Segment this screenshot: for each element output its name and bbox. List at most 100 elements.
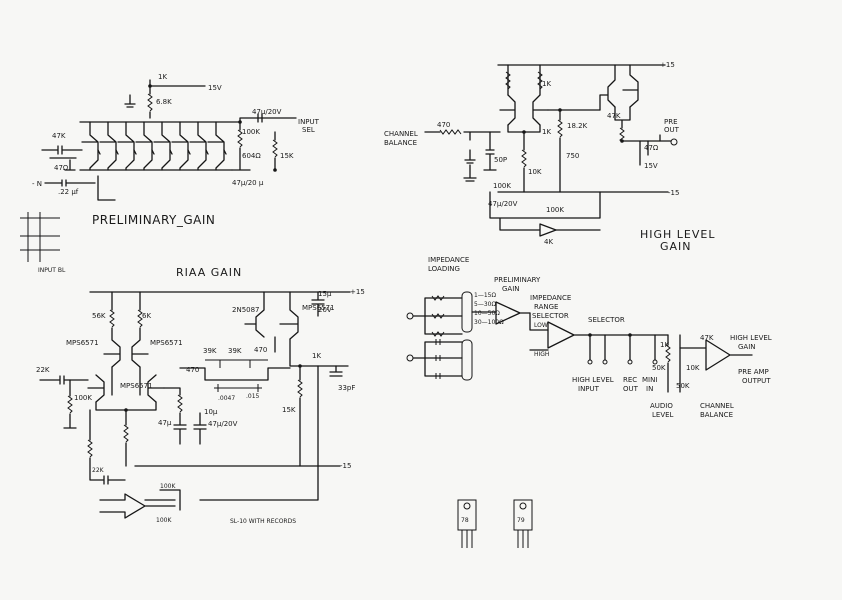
block-diagram-section: IMPEDANCE LOADING PRELIMINARY GAIN IMPED… — [406, 256, 772, 419]
label-100k-fb3: 100K — [156, 517, 172, 524]
label-selector: SELECTOR — [588, 316, 625, 324]
label-15k-pg: 15K — [280, 152, 294, 160]
label-22k-fb: 22K — [92, 467, 105, 474]
label-20v: 20V — [318, 306, 332, 314]
label-high: HIGH — [534, 351, 549, 358]
label-riaa-minus15: -15 — [340, 462, 351, 470]
label-47ohm: 47Ω — [54, 164, 69, 172]
label-22k-riaa: 22K — [36, 366, 50, 374]
label-preamp-1: PRE AMP — [738, 368, 769, 376]
label-hl-in-2: INPUT — [578, 385, 600, 393]
label-0047: .0047 — [218, 395, 235, 402]
label-range-4: 30—100Ω — [474, 319, 504, 326]
label-hl-minus15: -15 — [668, 189, 679, 197]
label-irs-2: RANGE — [534, 303, 558, 311]
label-10k-hl: 10K — [528, 168, 542, 176]
label-470-hl: 470 — [437, 121, 450, 129]
label-18k: 18.2K — [567, 122, 588, 130]
label-15v-hl: 15V — [644, 162, 658, 170]
label-hlg-1: HIGH LEVEL — [730, 334, 772, 342]
label-riaa-plus15: +15 — [350, 288, 365, 296]
label-1k-top: 1K — [158, 73, 167, 81]
label-47ohm-hl: 47Ω — [644, 144, 659, 152]
label-mps6571-a: MPS6571 — [66, 339, 99, 347]
label-47u-20v: 47µ/20V — [252, 108, 282, 116]
label-audio-2: LEVEL — [652, 411, 674, 419]
label-reg-79: 79 — [517, 517, 525, 524]
label-mini-2: IN — [646, 385, 653, 393]
label-22uf: .22 μf — [58, 188, 79, 196]
label-audio-1: AUDIO — [650, 402, 673, 410]
title-riaa-gain: RIAA GAIN — [176, 266, 242, 279]
label-reg-78: 78 — [461, 517, 469, 524]
label-pg-2: GAIN — [502, 285, 520, 293]
label-mps6571-b: MPS6571 — [150, 339, 183, 347]
label-4k-hl: 4K — [544, 238, 553, 246]
title-high-level-1: HIGH LEVEL — [640, 228, 716, 241]
label-pg-1: PRELIMINARY — [494, 276, 541, 284]
label-hl-plus15: +15 — [660, 61, 675, 69]
label-sl-note: SL-10 WITH RECORDS — [230, 518, 296, 525]
label-15k-riaa: 15K — [282, 406, 296, 414]
label-10u: 10µ — [204, 408, 218, 416]
label-47u-20v-riaa: 47µ/20V — [208, 420, 238, 428]
label-015: .015 — [246, 393, 260, 400]
junction-dots — [124, 84, 632, 412]
label-pre-2: OUT — [664, 126, 680, 134]
label-low: LOW — [534, 322, 548, 329]
label-range-2: 5—30Ω — [474, 301, 496, 308]
label-rec-1: REC — [623, 376, 637, 384]
label-50k-bd-2: 50K — [676, 382, 690, 390]
preliminary-gain-section: 1K 15V 6.8K 47K 47Ω - N .22 μf — [20, 73, 320, 274]
label-750: 750 — [566, 152, 579, 160]
label-470-riaa-b: 470 — [254, 346, 267, 354]
label-mini-1: MINI — [642, 376, 657, 384]
label-input-bl: INPUT BL — [38, 267, 66, 274]
label-range-3: 10—50Ω — [474, 310, 500, 317]
label-6-8k: 6.8K — [156, 98, 172, 106]
regulators-section: 78 79 — [457, 499, 533, 548]
label-604: 604Ω — [242, 152, 261, 160]
label-39k-b: 39K — [228, 347, 242, 355]
label-56k: 56K — [92, 312, 106, 320]
label-100k-pg: 100K — [242, 128, 260, 136]
label-pre-1: PRE — [664, 118, 678, 126]
label-rec-2: OUT — [623, 385, 639, 393]
label-100k-riaa: 100K — [74, 394, 92, 402]
label-15u: 15µ — [318, 290, 332, 298]
label-mps6571-c: MPS6571 — [120, 382, 153, 390]
label-input-sel-1: INPUT — [298, 118, 320, 126]
label-100k-hl: 100K — [493, 182, 511, 190]
label-1k-riaa: 1K — [312, 352, 321, 360]
label-chbal-2: BALANCE — [700, 411, 733, 419]
label-100k-hl-b: 100K — [546, 206, 564, 214]
title-high-level-2: GAIN — [660, 240, 692, 253]
transistor-array — [81, 121, 227, 171]
label-hl-in-1: HIGH LEVEL — [572, 376, 614, 384]
label-10k-bd: 10K — [686, 364, 700, 372]
high-level-gain-section: +15 -15 1K 1K 10K 18.2K 750 47K PRE OUT … — [384, 61, 716, 253]
label-irs-3: SELECTOR — [532, 312, 569, 320]
label-irs-1: IMPEDANCE — [530, 294, 571, 302]
label-47k-bd: 47K — [700, 334, 714, 342]
label-2n5087: 2N5087 — [232, 306, 260, 314]
label-47k-left: 47K — [52, 132, 66, 140]
label-47u-20u: 47µ/20 μ — [232, 179, 264, 187]
label-33pf: 33pF — [338, 384, 355, 392]
label-15v: 15V — [208, 84, 222, 92]
label-hlg-2: GAIN — [738, 343, 756, 351]
label-impedance-2: LOADING — [428, 265, 460, 273]
label-39k-a: 39K — [203, 347, 217, 355]
label-1k-hl-a: 1K — [542, 80, 551, 88]
label-chbal-1: CHANNEL — [700, 402, 734, 410]
label-50k-bd: 50K — [652, 364, 666, 372]
label-1k-hl-b: 1K — [542, 128, 551, 136]
label-channel-1: CHANNEL — [384, 130, 418, 138]
label-100k-fb2: 100K — [160, 483, 176, 490]
label-range-1: 1—15Ω — [474, 292, 496, 299]
label-input-sel-2: SEL — [302, 126, 315, 134]
label-6k: 6K — [142, 312, 151, 320]
label-47u-20v-hl: 47µ/20V — [488, 200, 518, 208]
